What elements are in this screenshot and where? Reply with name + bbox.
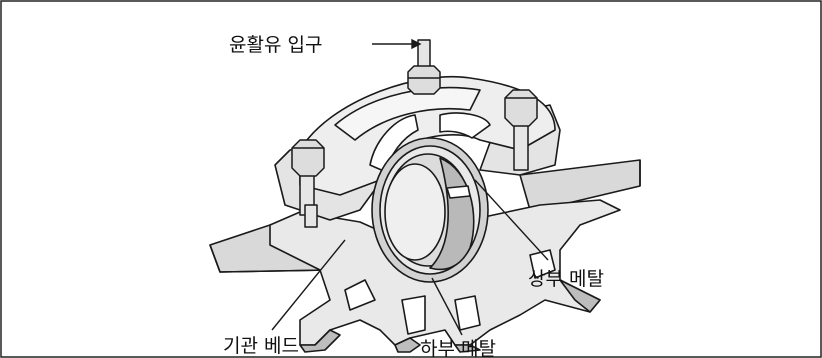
leader-engine-bed: [271, 239, 346, 331]
bolts: [291, 39, 538, 228]
leader-upper-metal: [474, 179, 549, 261]
label-engine-bed: 기관 베드: [223, 335, 299, 357]
leader-lines: [271, 38, 549, 336]
label-lower-metal: 하부 메탈: [420, 338, 496, 358]
leader-lower-metal: [431, 277, 463, 336]
label-upper-metal: 상부 메탈: [528, 268, 604, 290]
label-oil-inlet: 윤활유 입구: [229, 34, 322, 56]
engine-bed: [209, 159, 641, 353]
